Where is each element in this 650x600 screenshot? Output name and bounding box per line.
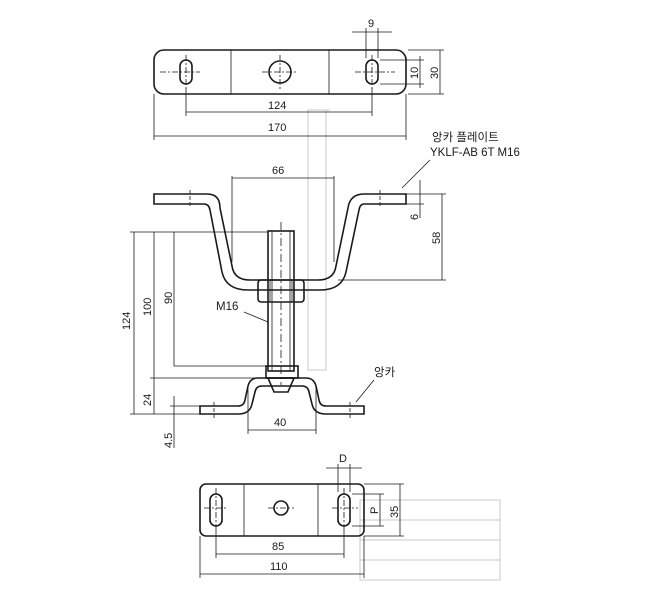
dim-mid-thickness: 6	[409, 214, 421, 220]
label-plate-code: YKLF-AB 6T M16	[430, 147, 520, 159]
dim-bot-hole-spacing: 85	[272, 541, 284, 553]
label-bolt: M16	[216, 301, 238, 313]
dim-top-hole-spacing: 124	[268, 100, 286, 112]
dim-top-slot-width: 9	[368, 18, 374, 30]
dim-bot-slot: D	[339, 453, 347, 465]
label-anchor: 앙카	[374, 366, 396, 379]
dim-top-slot-height: 10	[409, 67, 421, 79]
dim-mid-height: 58	[431, 232, 443, 244]
top-plate-outline	[153, 49, 407, 95]
dim-foot-thickness: 4.5	[163, 433, 175, 448]
background-ghost	[307, 109, 501, 581]
dim-h100: 100	[142, 298, 154, 316]
front-view: 66 6 58 124 100 90 24 4.5 40 앙카 플	[121, 131, 520, 448]
dim-total-height: 124	[121, 312, 133, 330]
dim-top-length: 170	[268, 122, 286, 134]
dim-h90: 90	[163, 292, 175, 304]
top-view: 9 10 30 124 170	[153, 18, 444, 140]
bottom-view: D P 35 85 110	[199, 453, 404, 578]
anchor-plate-bracket	[153, 193, 407, 291]
dim-bot-pitch: P	[369, 507, 381, 514]
dim-foot-width: 40	[274, 417, 286, 429]
dim-bot-length: 110	[270, 561, 288, 573]
anchor-base-bracket	[199, 377, 365, 415]
dim-bot-height: 35	[389, 506, 401, 518]
hex-nut	[257, 279, 305, 303]
base-plate-outline	[199, 483, 365, 537]
dim-top-height: 30	[429, 67, 441, 79]
dim-foot-height: 24	[142, 394, 154, 406]
dim-mid-width: 66	[272, 165, 284, 177]
label-plate-kr: 앙카 플레이트	[432, 131, 499, 144]
